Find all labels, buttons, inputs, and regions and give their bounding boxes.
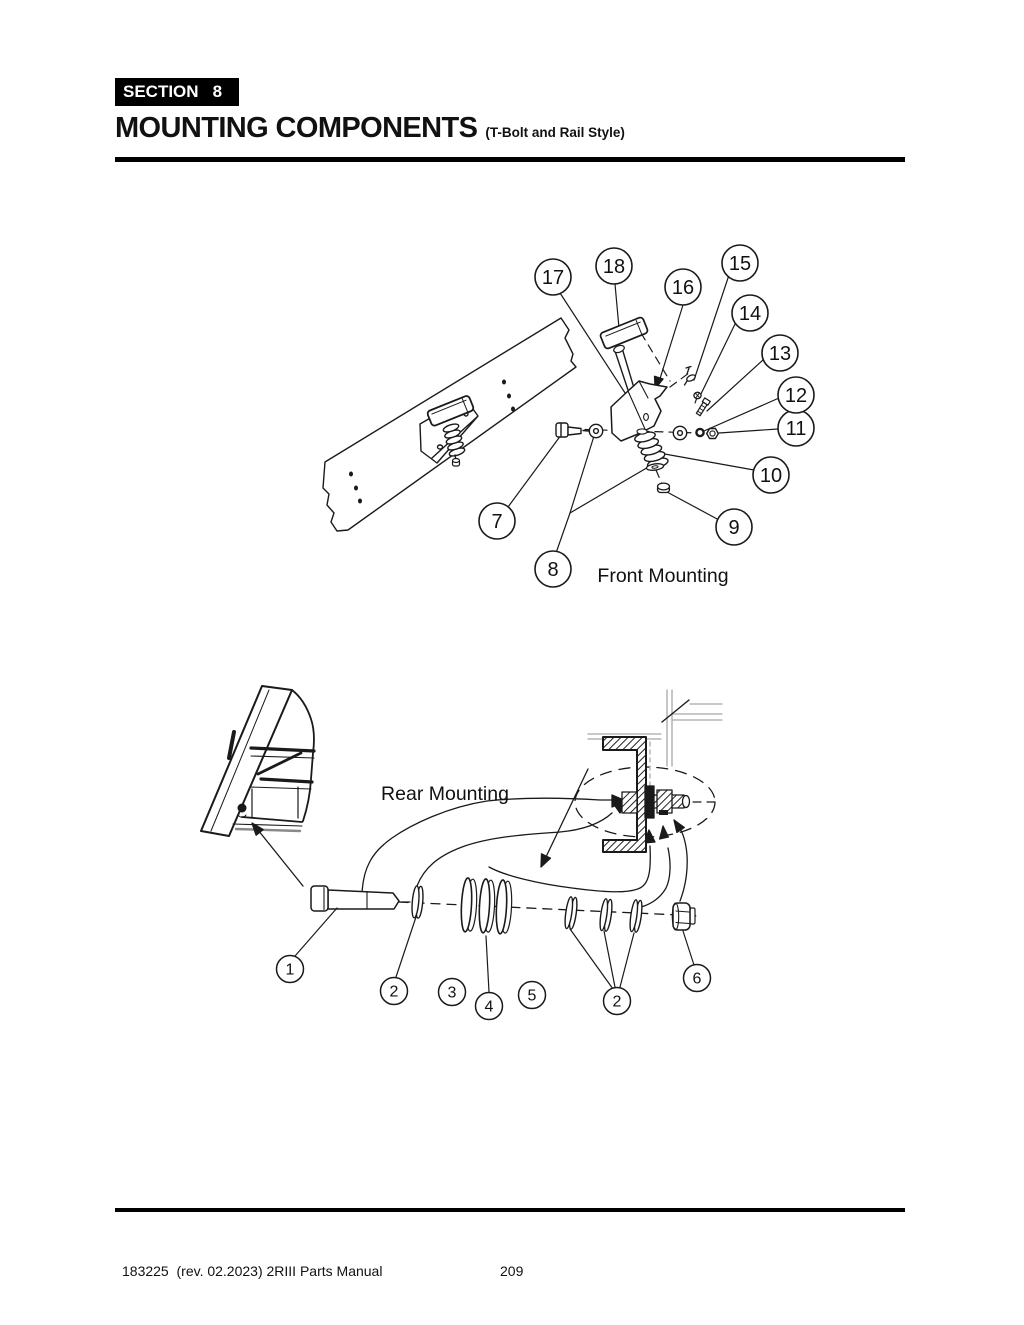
blade-assembly: [200, 685, 316, 837]
part-bolt-7: [555, 422, 590, 438]
part-washer-2d: [629, 899, 643, 933]
rear-caption: Rear Mounting: [381, 783, 509, 805]
section-badge: SECTION 8: [115, 78, 239, 106]
callout-front-8: 8: [534, 550, 572, 588]
rear-leader-curves: [361, 768, 688, 908]
page-title: MOUNTING COMPONENTS: [115, 112, 478, 144]
part-washer-2a: [411, 885, 424, 919]
part-washer-under-spring: [645, 463, 665, 471]
front-leader-lines: [507, 274, 780, 554]
svg-text:15: 15: [729, 253, 751, 275]
part-bracket-16: [610, 380, 668, 442]
part-spacer-5: [495, 879, 513, 935]
part-spacer-4: [478, 878, 496, 934]
front-callouts: 7 8 9 10 11 12 13 14 15 16 17 18: [478, 244, 815, 588]
callout-front-18: 18: [595, 247, 633, 285]
svg-text:5: 5: [528, 988, 537, 1005]
part-washer-2b: [564, 896, 578, 930]
header-rule: [115, 157, 905, 162]
installed-bolt-assembly: [621, 785, 717, 819]
break-line: [661, 699, 690, 723]
part-lockwasher-12: [695, 427, 705, 438]
part-bolt-13: [695, 397, 711, 417]
exploded-centerline: [398, 901, 701, 917]
part-spring-10: [634, 428, 669, 469]
svg-text:2: 2: [613, 994, 622, 1011]
callout-front-14: 14: [731, 294, 769, 332]
svg-text:1: 1: [286, 962, 295, 979]
footer-rule: [115, 1208, 905, 1212]
footer-doc-info: 183225 (rev. 02.2023) 2RIII Parts Manual: [122, 1263, 383, 1279]
section-number: 8: [212, 82, 223, 101]
front-mounting-diagram: 7 8 9 10 11 12 13 14 15 16 17 18 Front M…: [322, 244, 815, 588]
svg-text:4: 4: [485, 999, 494, 1016]
svg-text:18: 18: [603, 256, 625, 278]
callout-rear-1: 1: [275, 954, 305, 984]
page-header: SECTION 8 MOUNTING COMPONENTS (T-Bolt an…: [115, 78, 909, 145]
clamp-spring: [442, 423, 466, 457]
svg-text:16: 16: [672, 277, 694, 299]
rear-leader-lines: [294, 907, 695, 993]
part-nut-6: [671, 902, 696, 931]
callout-rear-2a: 2: [379, 976, 409, 1006]
part-bolt-1: [310, 885, 411, 912]
front-caption: Front Mounting: [597, 565, 728, 587]
callout-rear-6: 6: [682, 963, 712, 993]
part-nut-11: [706, 427, 719, 440]
part-nut-9: [656, 482, 671, 494]
rail-holes: [349, 379, 515, 504]
svg-text:9: 9: [728, 517, 739, 539]
part-washer-8a: [588, 423, 604, 439]
svg-text:7: 7: [491, 511, 502, 533]
svg-text:8: 8: [547, 559, 558, 581]
blade-bolt-arrow: [251, 822, 304, 887]
rear-callouts: 1 2 3 4 5 2 6: [275, 954, 712, 1021]
part-washer-2c: [599, 898, 613, 932]
svg-text:11: 11: [786, 418, 807, 440]
callout-front-10: 10: [752, 456, 790, 494]
rear-mounting-diagram: 1 2 3 4 5 2 6 Rear Mounting: [200, 685, 723, 1021]
svg-text:17: 17: [542, 267, 564, 289]
part-screw-15: [683, 365, 696, 386]
section-label: SECTION: [123, 82, 199, 101]
svg-text:6: 6: [693, 971, 702, 988]
callout-front-11: 11: [777, 409, 815, 447]
svg-text:12: 12: [785, 385, 807, 407]
callout-front-17: 17: [534, 258, 572, 296]
svg-text:13: 13: [769, 343, 791, 365]
callout-rear-4: 4: [474, 991, 504, 1021]
callout-front-7: 7: [478, 502, 516, 540]
callout-rear-2b: 2: [602, 986, 632, 1016]
callout-front-13: 13: [761, 334, 799, 372]
svg-text:14: 14: [739, 303, 761, 325]
footer-page-number: 209: [500, 1263, 524, 1279]
callout-rear-5: 5: [517, 980, 547, 1010]
callout-front-9: 9: [715, 508, 753, 546]
callout-front-15: 15: [721, 244, 759, 282]
svg-text:10: 10: [760, 465, 782, 487]
part-washer-8b: [672, 425, 688, 441]
part-tbolt-18: [599, 316, 649, 391]
svg-text:2: 2: [390, 984, 399, 1001]
callout-front-12: 12: [777, 376, 815, 414]
part-spacer-3: [460, 877, 478, 933]
callout-front-16: 16: [664, 268, 702, 306]
part-screw-14: [693, 391, 702, 404]
callout-rear-3: 3: [437, 977, 467, 1007]
assembled-clamp: [419, 395, 479, 467]
svg-text:3: 3: [448, 985, 457, 1002]
page-subtitle: (T-Bolt and Rail Style): [485, 125, 625, 140]
